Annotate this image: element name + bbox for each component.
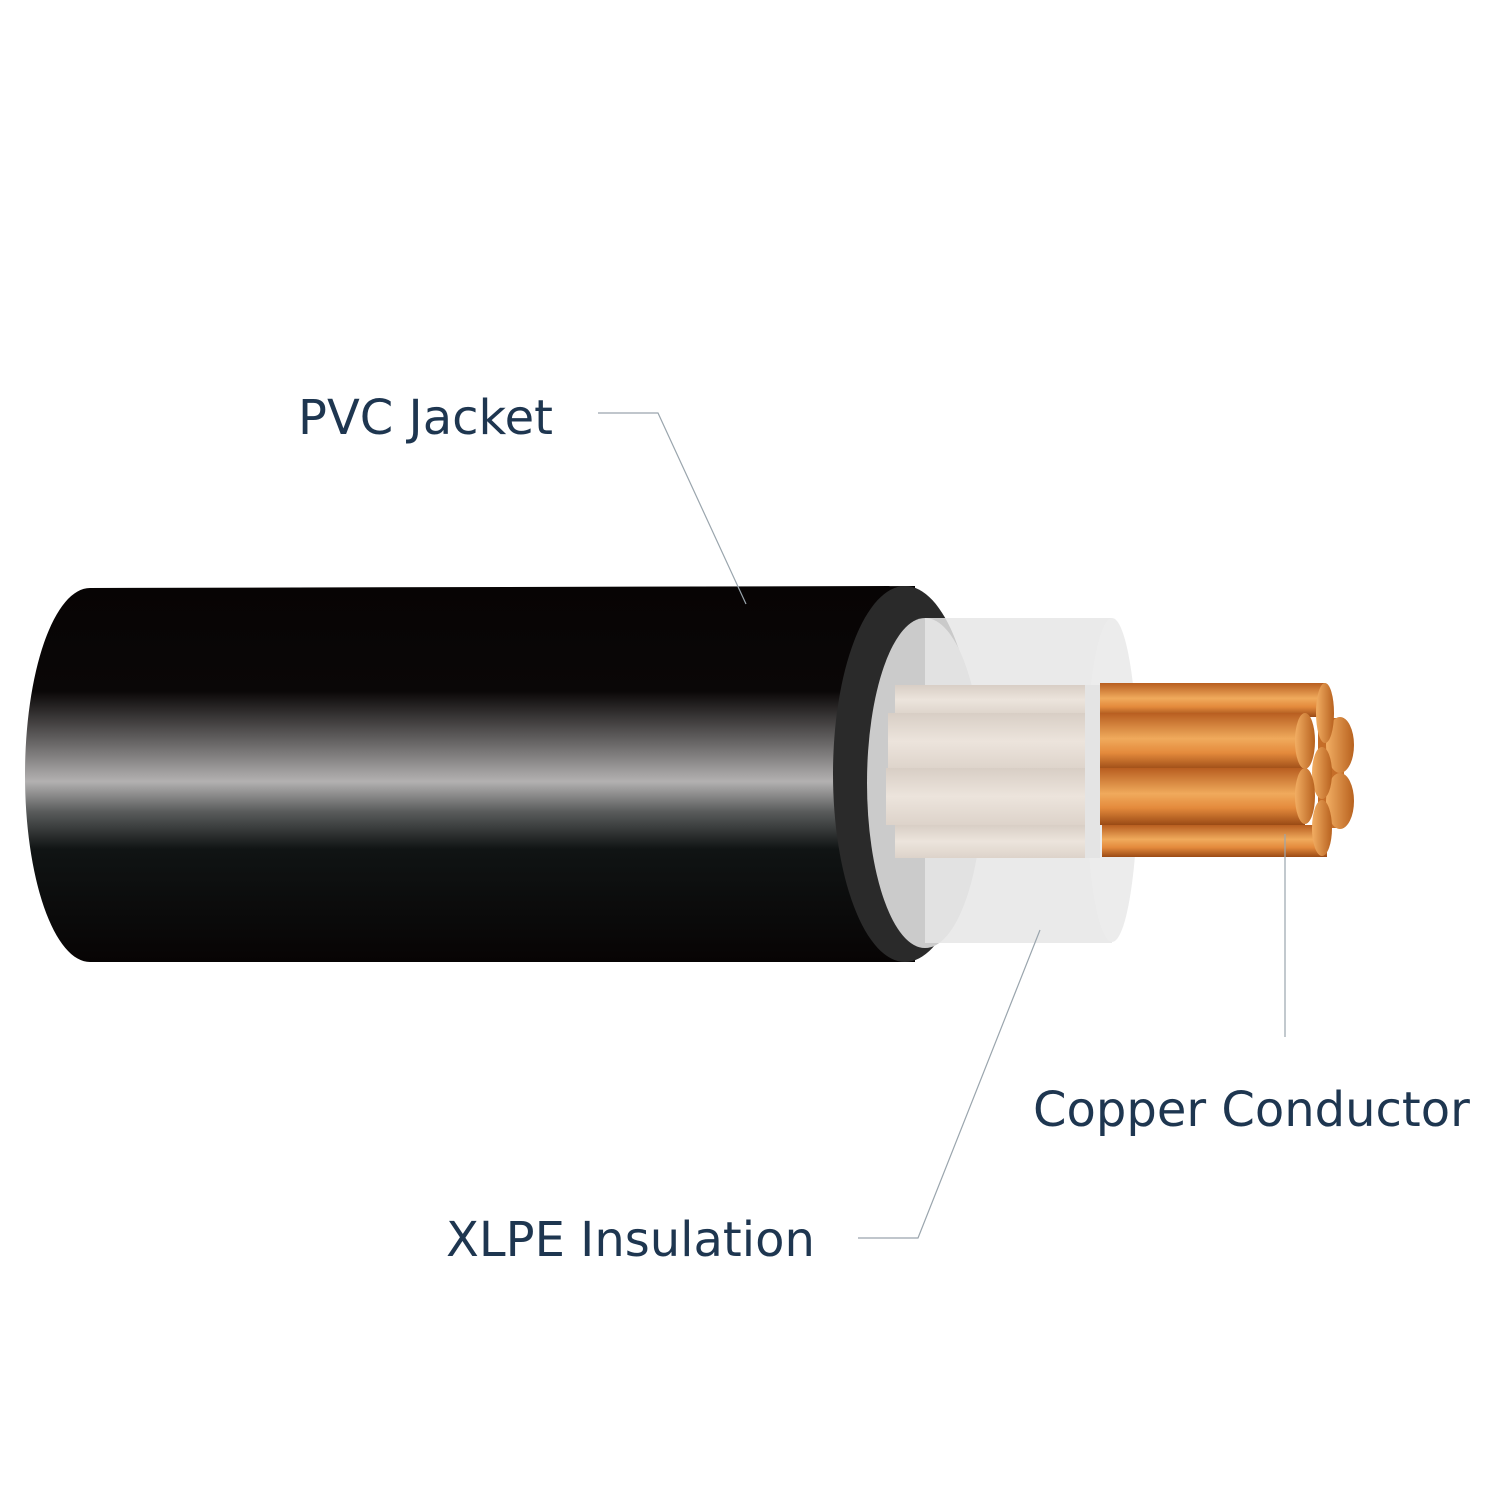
label-xlpe-insulation: XLPE Insulation [446,1212,815,1268]
pvc-jacket [25,586,983,962]
label-pvc-jacket: PVC Jacket [298,390,553,446]
insulation-leader-line [858,929,1041,1239]
jacket-leader-line [598,412,747,605]
xlpe-insulation [886,618,1138,943]
label-copper-conductor: Copper Conductor [1033,1082,1470,1138]
copper-conductor [1100,683,1354,857]
insulation-strands [886,685,1085,858]
